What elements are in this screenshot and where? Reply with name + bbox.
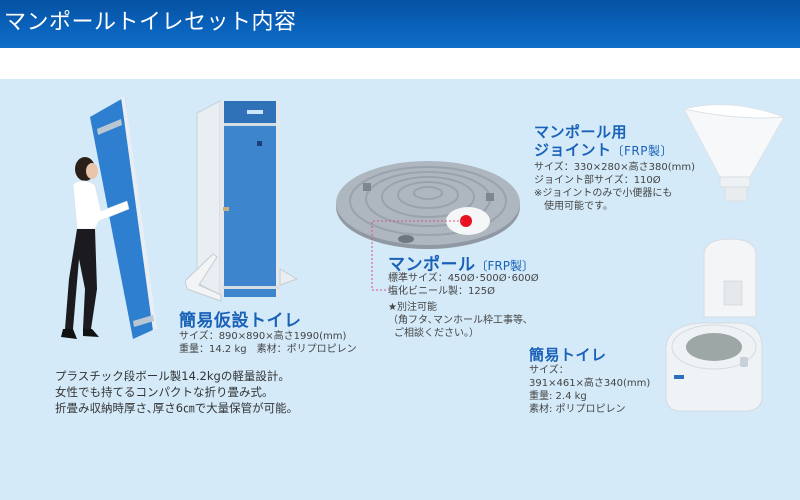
manpole-specs: 標準サイズ：450Ø･500Ø･600Ø 塩化ビニール製：125Ø ★別注可能 … bbox=[388, 272, 539, 340]
manpole-spec-standard-size: 標準サイズ：450Ø･500Ø･600Ø bbox=[388, 273, 539, 284]
joint-spec-joint-size: ジョイント部サイズ：110Ø bbox=[534, 175, 661, 186]
manpole-heading: マンポール〔FRP製〕 bbox=[388, 250, 534, 275]
manpole-spec-pvc: 塩化ビニール製：125Ø bbox=[388, 286, 495, 297]
booth-toilet-spec-size: サイズ：890×890×高さ1990(mm) bbox=[179, 331, 347, 342]
joint-title-line2: ジョイント bbox=[534, 141, 612, 159]
manpole-note-line: （角フタ､マンホール枠工事等､ bbox=[388, 315, 528, 326]
portable-toilet-specs: サイズ： 391×461×高さ340(mm) 重量: 2.4 kg 素材: ポリ… bbox=[529, 364, 650, 416]
connector-line bbox=[371, 220, 463, 291]
manpole-note-line: ご相談ください。） bbox=[394, 328, 479, 339]
booth-toilet-image bbox=[185, 100, 299, 302]
joint-note: ※ジョイントのみで小便器にも bbox=[534, 188, 673, 199]
booth-toilet-description: プラスチック段ボール製14.2kgの軽量設計。 女性でも持てるコンパクトな折り畳… bbox=[55, 368, 298, 416]
booth-toilet-spec-weight: 重量：14.2 kg 素材：ポリプロピレン bbox=[179, 344, 357, 355]
portable-toilet-spec-size-label: サイズ： bbox=[529, 365, 569, 376]
manpole-custom-order-title: ★別注可能 bbox=[388, 302, 437, 313]
product-set-panel: 簡易仮設トイレ サイズ：890×890×高さ1990(mm) 重量：14.2 k… bbox=[0, 79, 800, 500]
description-line: 女性でも持てるコンパクトな折り畳み式。 bbox=[55, 385, 274, 399]
manpole-title-suffix: 〔FRP製〕 bbox=[475, 259, 534, 273]
manpole-title: マンポール bbox=[388, 255, 476, 275]
portable-toilet-image bbox=[665, 238, 763, 412]
joint-heading: マンポール用 ジョイント〔FRP製〕 bbox=[534, 123, 673, 160]
page-header: マンポールトイレセット内容 bbox=[0, 0, 800, 48]
woman-holding-panel-image bbox=[61, 97, 157, 339]
manpole-cover-image bbox=[336, 161, 520, 249]
joint-note-cont: 使用可能です。 bbox=[544, 201, 613, 212]
joint-title-line1: マンポール用 bbox=[534, 123, 628, 141]
portable-toilet-spec-weight: 重量: 2.4 kg bbox=[529, 391, 587, 402]
portable-toilet-title: 簡易トイレ bbox=[529, 346, 607, 364]
joint-title-suffix: 〔FRP製〕 bbox=[611, 144, 673, 158]
portable-toilet-spec-material: 素材: ポリプロピレン bbox=[529, 404, 626, 415]
page-title: マンポールトイレセット内容 bbox=[4, 10, 297, 35]
description-line: プラスチック段ボール製14.2kgの軽量設計。 bbox=[55, 369, 290, 383]
booth-toilet-specs: サイズ：890×890×高さ1990(mm) 重量：14.2 kg 素材：ポリプ… bbox=[179, 330, 357, 356]
description-line: 折畳み収納時厚さ､厚さ6㎝で大量保管が可能。 bbox=[55, 401, 299, 415]
joint-funnel-image bbox=[683, 104, 785, 202]
booth-toilet-title: 簡易仮設トイレ bbox=[179, 311, 302, 331]
joint-specs: サイズ：330×280×高さ380(mm) ジョイント部サイズ：110Ø ※ジョ… bbox=[534, 161, 695, 213]
header-spacer bbox=[0, 48, 800, 79]
portable-toilet-spec-size: 391×461×高さ340(mm) bbox=[529, 378, 651, 389]
joint-spec-size: サイズ：330×280×高さ380(mm) bbox=[534, 162, 696, 173]
